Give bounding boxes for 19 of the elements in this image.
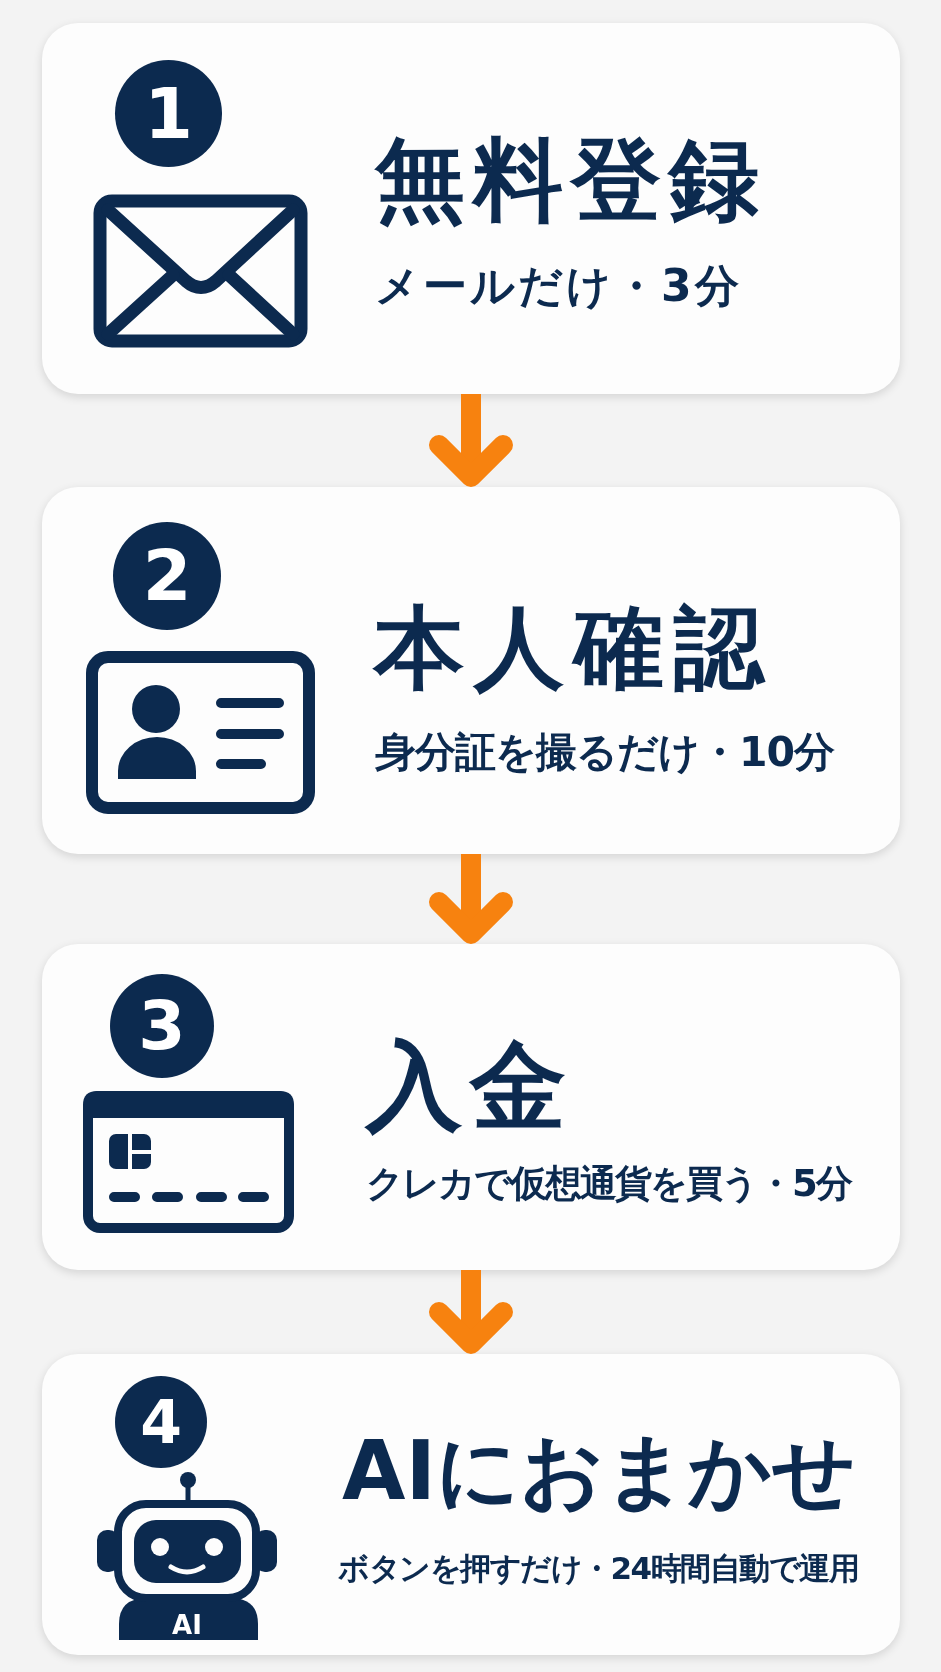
step-subtitle: ボタンを押すだけ・24時間自動で運用 (338, 1553, 859, 1584)
step-subtitle: メールだけ・3分 (375, 264, 742, 308)
number-badge: 3 (110, 974, 214, 1078)
arrow (429, 854, 513, 944)
arrow (429, 1270, 513, 1354)
step-title: AIにおまかせ (342, 1430, 856, 1512)
step-title: 本人確認 (374, 603, 774, 693)
number-badge: 2 (113, 522, 221, 630)
step-card (42, 23, 900, 394)
step-card (42, 1354, 900, 1655)
step-card (42, 944, 900, 1270)
step-subtitle: 身分証を撮るだけ・10分 (375, 732, 835, 773)
step-title: 入金 (366, 1038, 574, 1134)
number-badge: 1 (115, 60, 222, 167)
robot-label: AI (172, 1612, 202, 1638)
number-badge: 4 (115, 1376, 207, 1468)
arrow (429, 394, 513, 487)
step-subtitle: クレカで仮想通貨を買う・5分 (366, 1165, 851, 1202)
step-card (42, 487, 900, 854)
